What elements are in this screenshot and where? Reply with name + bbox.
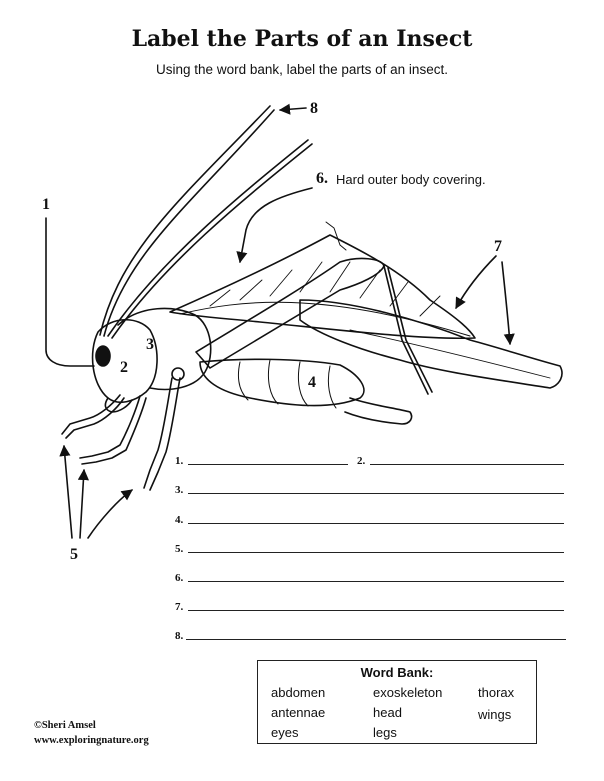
website-credit: www.exploringnature.org [34,735,149,746]
thorax-shape [117,307,212,391]
answer-line-4[interactable] [188,523,564,524]
callout-2: 2 [120,359,128,376]
callout-6-text: Hard outer body covering. [336,172,486,187]
front-leg-shape [61,394,121,435]
callout-6-line [236,187,313,264]
page-subtitle: Using the word bank, label the parts of … [156,62,448,77]
word-bank-item: thorax [478,685,515,700]
antenna-shape [111,143,313,339]
word-bank-item: head [373,705,402,720]
word-bank-item: antennae [271,705,326,720]
callout-5-line-a [59,444,73,539]
callout-8: 8 [310,100,318,117]
answer-label-6: 6. [175,572,184,584]
middle-leg-shape [143,377,173,489]
antenna-shape [99,105,271,336]
answer-line-7[interactable] [188,610,564,611]
word-bank-item: legs [373,725,397,740]
answer-line-2[interactable] [370,464,564,465]
callout-5-line-c [87,489,133,539]
answer-label-4: 4. [175,514,184,526]
callout-4: 4 [308,374,316,391]
word-bank: Word Bank: abdomen antennae eyes exoskel… [257,660,537,744]
answer-label-1: 1. [175,455,184,467]
answer-line-1[interactable] [188,464,348,465]
word-bank-item: abdomen [271,685,326,700]
answer-line-8[interactable] [186,639,566,640]
answer-line-5[interactable] [188,552,564,553]
callout-5-line-b [77,468,89,539]
callout-7-line-b [501,261,515,346]
antenna-shape [107,139,309,337]
answer-label-5: 5. [175,543,184,555]
answer-line-6[interactable] [188,581,564,582]
abdomen-shape [199,358,365,407]
word-bank-item: wings [478,707,512,722]
callout-8-line [278,103,307,115]
page-title: Label the Parts of an Insect [131,26,473,52]
callout-7-line-a [455,255,497,309]
eye-shape [95,345,111,367]
callout-6: 6. [316,170,328,187]
hindwing-shape [299,299,563,389]
callout-1-line [45,217,95,367]
answer-label-8: 8. [175,630,184,642]
answer-line-3[interactable] [188,493,564,494]
callout-5: 5 [70,546,78,563]
word-bank-item: eyes [271,725,299,740]
author-credit: ©Sheri Amsel [34,720,96,731]
antenna-shape [103,109,275,337]
word-bank-title: Word Bank: [360,665,434,680]
head-shape [91,319,158,404]
word-bank-item: exoskeleton [373,685,443,700]
answer-label-7: 7. [175,601,184,613]
callout-3: 3 [146,336,154,353]
forewing-shape [169,234,476,340]
answer-label-3: 3. [175,484,184,496]
callout-7: 7 [494,238,502,255]
callout-1: 1 [42,196,50,213]
hind-leg-shape [195,257,385,369]
answer-label-2: 2. [357,455,366,467]
